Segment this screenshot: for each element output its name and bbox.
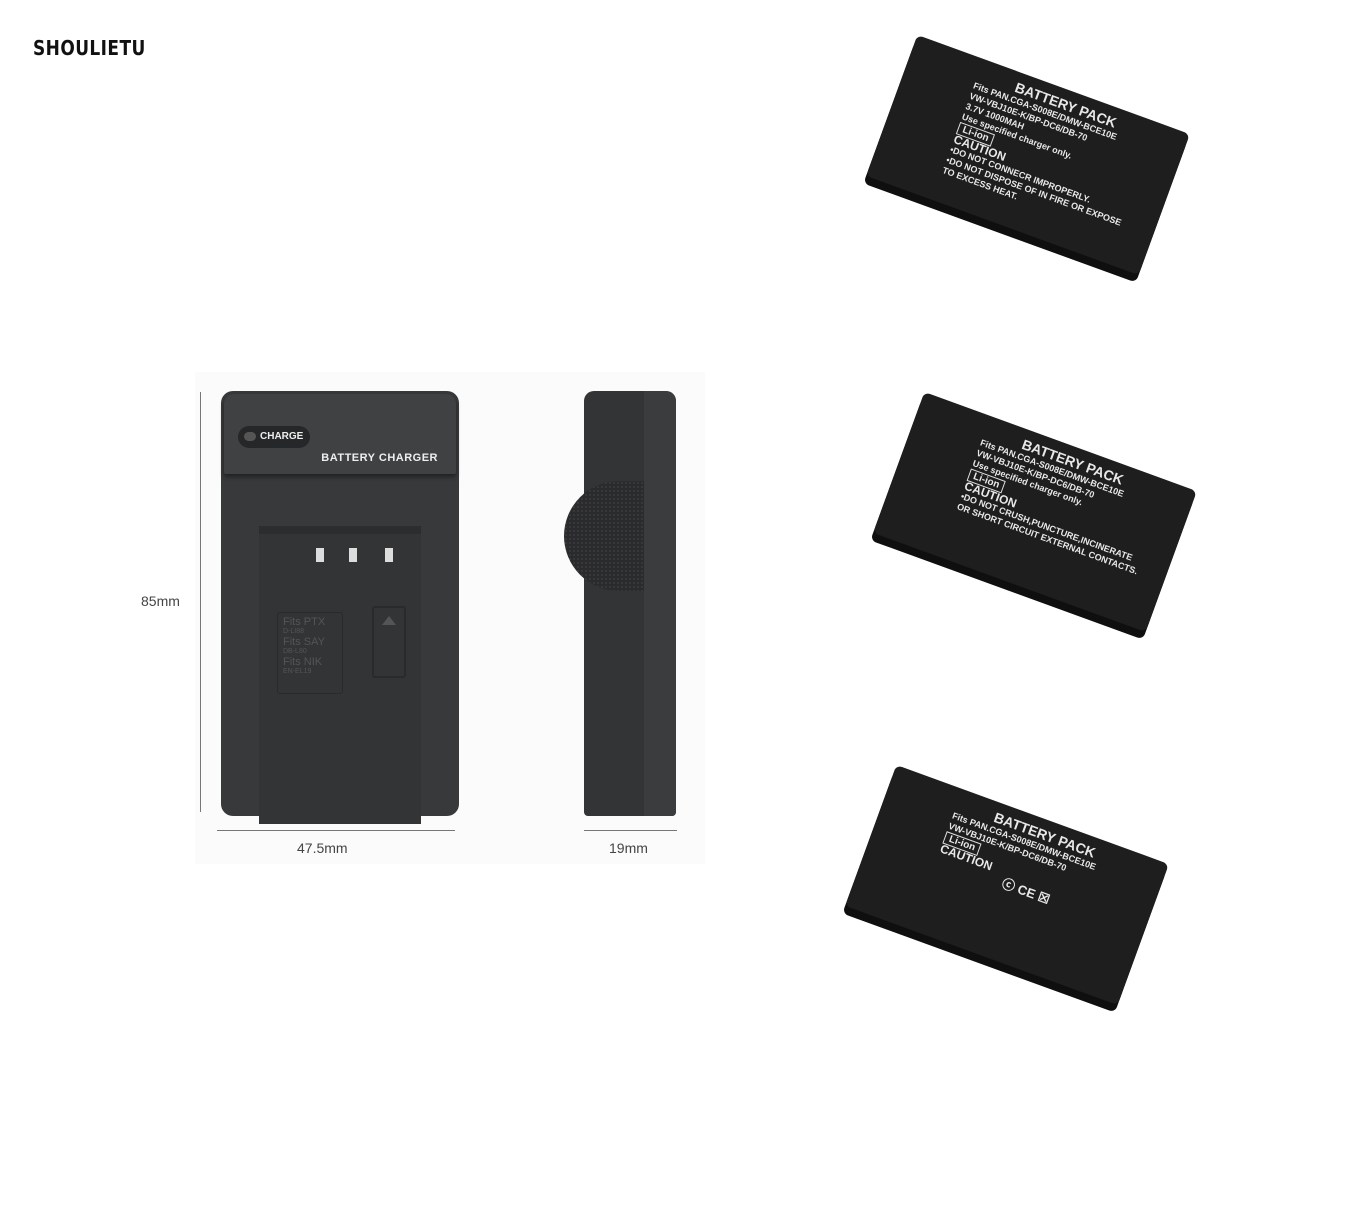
charger-label: BATTERY CHARGER [321,452,438,464]
charge-label: CHARGE [260,431,304,442]
depth-dimension-line [584,830,677,831]
fits-text: Fits NIK [283,656,323,668]
charge-indicator: CHARGE [238,426,310,448]
battery-2: BATTERY PACK Fits PAN.CGA-S008E/DMW-BCE1… [873,391,1197,633]
width-label: 47.5mm [297,840,348,856]
battery-label: BATTERY PACK Fits PAN.CGA-S008E/DMW-BCE1… [935,798,1102,916]
battery-3: BATTERY PACK Fits PAN.CGA-S008E/DMW-BCE1… [845,764,1169,1006]
brand-logo: SHOULIETU [33,36,146,60]
depth-label: 19mm [609,840,648,856]
height-dimension-line [200,392,201,812]
fits-text: Fits PTX [283,616,326,628]
height-label: 85mm [141,593,180,609]
charger-top: CHARGE BATTERY CHARGER [224,394,456,474]
battery-label: BATTERY PACK Fits PAN.CGA-S008E/DMW-BCE1… [941,68,1154,239]
battery-label: BATTERY PACK Fits PAN.CGA-S008E/DMW-BCE1… [955,425,1167,577]
contact-pin [316,548,324,562]
charger-side [564,391,676,816]
battery-1: BATTERY PACK Fits PAN.CGA-S008E/DMW-BCE1… [866,34,1190,276]
grip-ridge [564,481,644,591]
fits-model: D-LI88 [283,628,305,635]
contact-pin [385,548,393,562]
fits-text: Fits SAY [283,636,325,648]
side-face [644,391,676,816]
contact-pin [349,548,357,562]
led-icon [244,432,256,441]
fits-model: EN-EL19 [283,668,312,675]
width-dimension-line [217,830,455,831]
latch-arrow-icon [372,606,406,678]
fits-model: DB-L80 [283,648,307,655]
